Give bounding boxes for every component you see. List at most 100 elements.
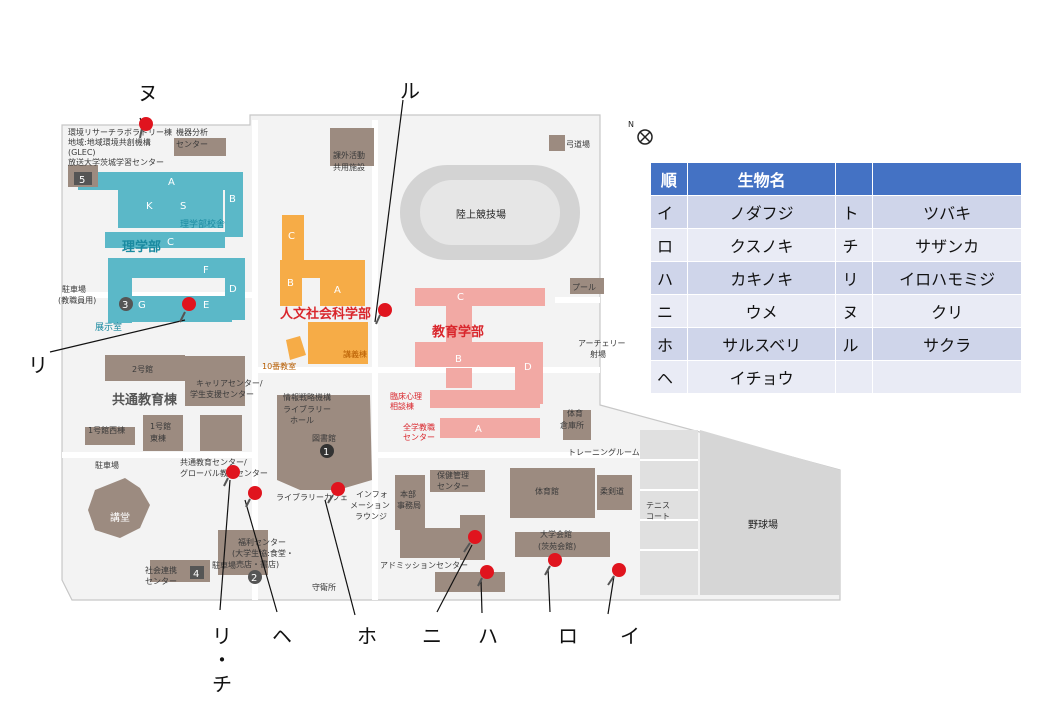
teacher-center-label-2: センター xyxy=(403,433,435,442)
library-label: 図書館 xyxy=(312,433,336,443)
legend-header-name: 生物名 xyxy=(686,162,837,196)
judo-kendo-label: 柔剣道 xyxy=(600,486,624,496)
legend-header-row: 順 生物名 xyxy=(650,162,1022,196)
edu-label-a: A xyxy=(475,424,482,435)
plant-legend-table: 順 生物名 イ ノダフジ ト ツバキ ロ クスノキ チ サザンカ ハ カキノキ … xyxy=(650,162,1022,394)
lecture-building-label: 講義棟 xyxy=(343,349,367,359)
health-center-label-2: センター xyxy=(437,482,469,491)
exhibition-room-label: 展示室 xyxy=(95,321,122,333)
pin-he xyxy=(245,486,262,508)
social-center-label-1: 社会連携 xyxy=(145,565,177,575)
baseball-field-label: 野球場 xyxy=(748,518,778,531)
building-1-east-label-2: 東棟 xyxy=(150,433,166,443)
number-2-badge xyxy=(248,570,262,584)
legend-key: ヌ xyxy=(835,294,874,328)
pin-ni xyxy=(463,530,482,553)
legend-plant: サザンカ xyxy=(872,228,1022,262)
callout-ri-chi-dot: ・ xyxy=(212,648,232,672)
archery-range-label-2: 射場 xyxy=(590,349,606,359)
tennis-label-1: テニス xyxy=(646,501,670,510)
pin-nu xyxy=(139,117,153,139)
legend-key: イ xyxy=(650,195,688,229)
pin-ru xyxy=(375,303,392,325)
tennis-courts xyxy=(640,430,698,595)
common-education-label: 共通教育棟 xyxy=(112,392,178,408)
compass-icon: N xyxy=(628,120,653,145)
health-center-label-1: 保健管理 xyxy=(437,470,469,480)
common-ed-center-label-1: 共通教育センター/ xyxy=(180,457,247,467)
pin-ro xyxy=(544,553,562,576)
univ-hall-label-1: 大学会館 xyxy=(540,529,572,539)
common-ed-center-label-2: グローバル教育センター xyxy=(180,468,268,478)
tennis-label-2: コート xyxy=(646,512,670,521)
edu-label-c: C xyxy=(457,292,464,303)
legend-plant xyxy=(872,360,1022,394)
legend-key: ハ xyxy=(650,261,688,295)
library-hall-label-1: ライブラリー xyxy=(283,404,331,414)
number-3-text: 3 xyxy=(122,300,128,311)
pe-storage-label-1: 体育 xyxy=(567,408,583,418)
legend-key: ロ xyxy=(650,228,688,262)
legend-plant: サルスベリ xyxy=(686,327,837,361)
number-4-text: 4 xyxy=(193,569,199,580)
welfare-center-label-3: 売店・書店) xyxy=(236,559,279,569)
compass-north-label: N xyxy=(628,120,634,129)
headquarters-label-1: 本部 xyxy=(400,489,416,499)
callout-i: イ xyxy=(620,624,640,648)
edu-label-d: D xyxy=(524,362,532,373)
library-cafe-label: ライブラリーカフェ xyxy=(276,492,348,502)
sci-label-f: F xyxy=(203,265,209,276)
sci-label-d: D xyxy=(229,284,237,295)
legend-plant: サクラ xyxy=(872,327,1022,361)
extracurricular-label-2: 共用施設 xyxy=(333,162,365,172)
info-lounge-label-3: ラウンジ xyxy=(355,512,387,521)
legend-key: チ xyxy=(835,228,874,262)
parking-label-west: 駐車場 xyxy=(95,460,119,470)
instrument-center-label-2: センター xyxy=(176,140,208,149)
sci-label-g: G xyxy=(138,300,146,311)
extracurricular-label-1: 課外活動 xyxy=(333,150,365,160)
legend-plant: ノダフジ xyxy=(686,195,837,229)
admission-center-label: アドミッションセンター xyxy=(380,561,468,570)
legend-plant: ツバキ xyxy=(872,195,1022,229)
pool-label: プール xyxy=(572,283,596,292)
callout-ri: リ xyxy=(28,353,48,377)
guard-house-label: 守衛所 xyxy=(312,582,336,592)
legend-header-order: 順 xyxy=(650,162,688,196)
legend-key: ル xyxy=(835,327,874,361)
hum-label-c: C xyxy=(288,231,295,242)
callout-ro: ロ xyxy=(558,624,578,648)
hum-label-b: B xyxy=(287,278,294,289)
humanities-buildings xyxy=(280,215,368,364)
env-lab-label-2: 地域:地域環境共創機構 xyxy=(68,137,151,147)
number-3-badge xyxy=(119,297,133,311)
pin-ri xyxy=(179,297,196,323)
env-lab-label-4: 放送大学茨城学習センター xyxy=(68,157,164,167)
science-faculty-label: 理学部 xyxy=(122,239,161,255)
clinical-psych-label-2: 相談棟 xyxy=(390,401,414,411)
info-lounge-label-1: インフォ xyxy=(356,490,388,499)
edu-label-b: B xyxy=(455,354,462,365)
sci-label-s: S xyxy=(180,201,186,212)
legend-row: ヘ イチョウ xyxy=(650,360,1022,394)
legend-plant: ウメ xyxy=(686,294,837,328)
legend-key: ヘ xyxy=(650,360,688,394)
legend-row: ロ クスノキ チ サザンカ xyxy=(650,228,1022,262)
pin-ho xyxy=(327,482,345,504)
number-4-badge xyxy=(190,566,204,579)
legend-key: ニ xyxy=(650,294,688,328)
callout-ri-chi-2: チ xyxy=(212,672,232,696)
info-lounge-label-2: メーション xyxy=(350,501,390,510)
legend-key: ト xyxy=(835,195,874,229)
education-buildings xyxy=(415,288,545,438)
sci-label-a: A xyxy=(168,177,175,188)
callout-ni: ニ xyxy=(422,624,442,648)
legend-plant: イロハモミジ xyxy=(872,261,1022,295)
room-10-label: 10番教室 xyxy=(262,361,296,371)
callout-he: ヘ xyxy=(272,624,292,648)
number-1-text: 1 xyxy=(323,447,329,458)
legend-key: リ xyxy=(835,261,874,295)
clinical-psych-label-1: 臨床心理 xyxy=(390,391,422,401)
legend-plant: カキノキ xyxy=(686,261,837,295)
headquarters-label-2: 事務局 xyxy=(397,500,421,510)
